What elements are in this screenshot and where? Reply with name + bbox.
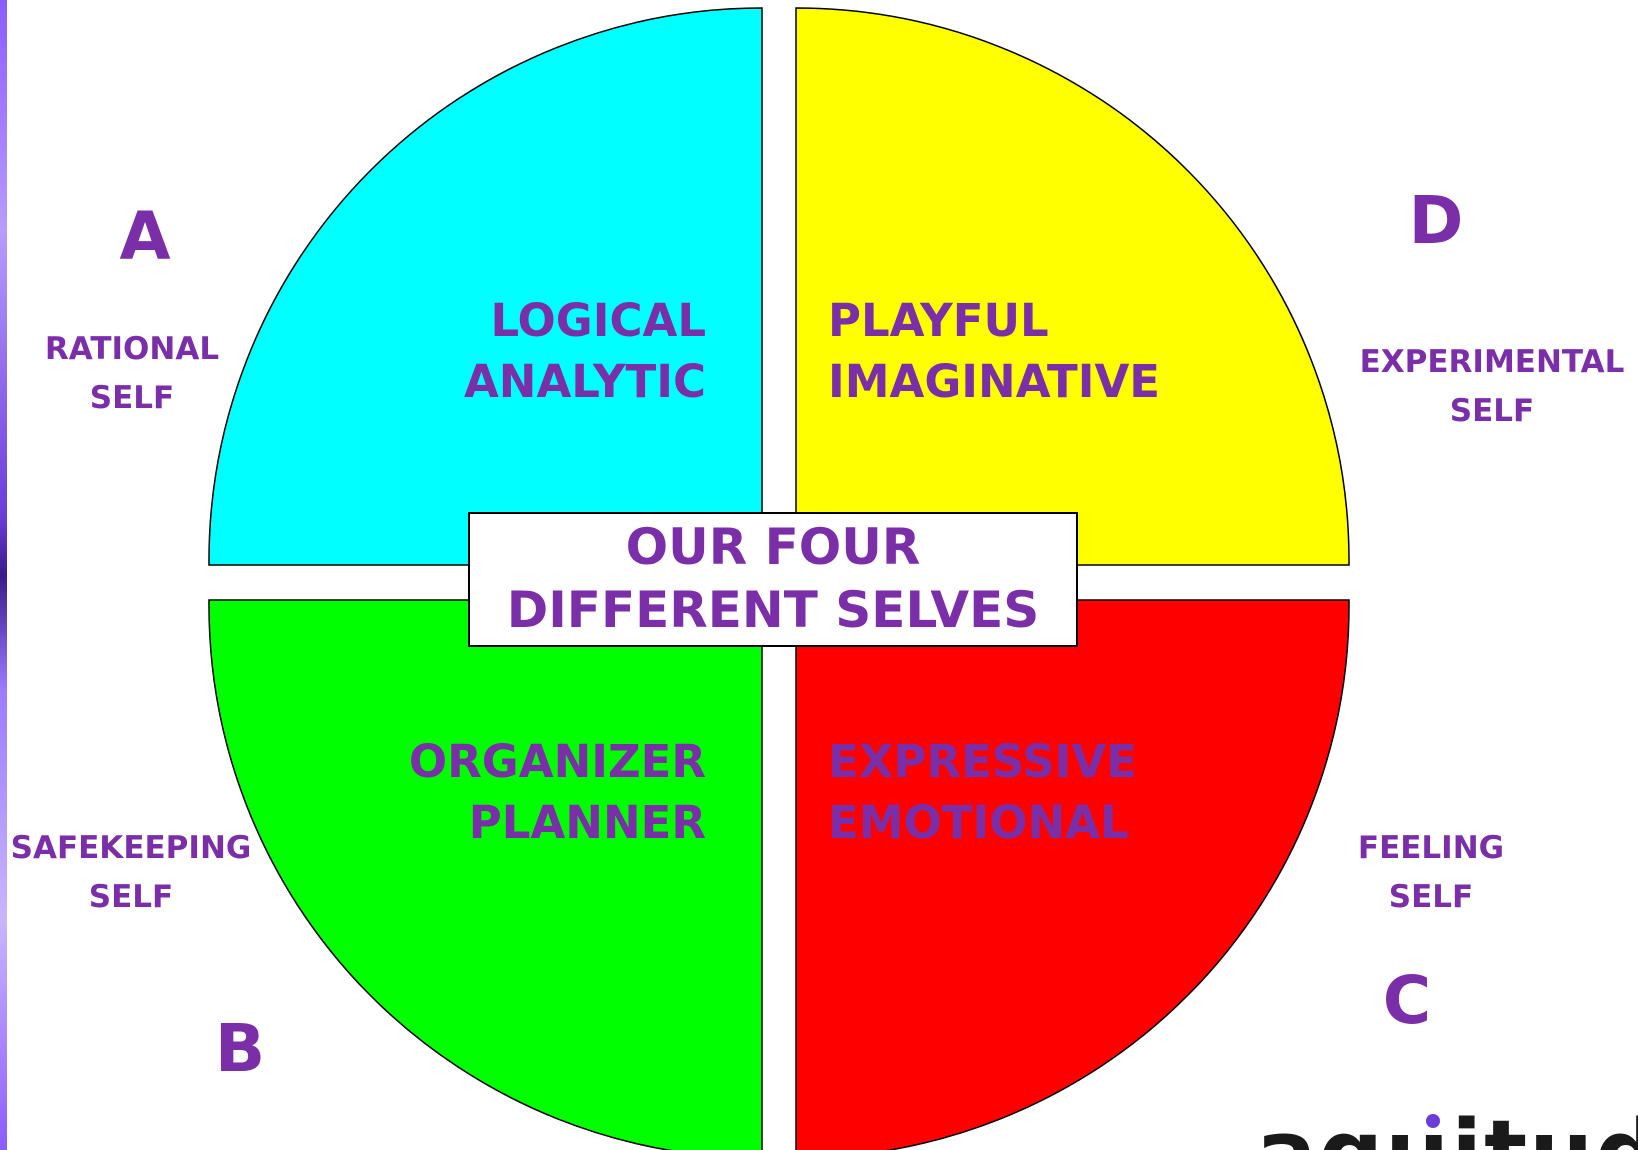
logo-text: aguitude	[1256, 1104, 1638, 1150]
quadrant-d-label: PLAYFUL IMAGINATIVE	[828, 290, 1160, 412]
quadrant-c-line-2: EMOTIONAL	[828, 796, 1129, 849]
self-label-c: FEELING SELF	[1346, 824, 1516, 922]
self-label-b-line-1: SAFEKEEPING	[10, 830, 252, 866]
quadrant-b-line-1: ORGANIZER	[408, 735, 706, 788]
self-label-b-line-2: SELF	[88, 879, 174, 915]
quadrant-d-line-2: IMAGINATIVE	[828, 355, 1161, 408]
self-label-b: SAFEKEEPING SELF	[6, 824, 256, 922]
quadrant-d-line-1: PLAYFUL	[828, 294, 1049, 347]
left-edge-strip	[0, 0, 7, 1150]
self-label-c-line-2: SELF	[1388, 879, 1474, 915]
center-title-line-2: DIFFERENT SELVES	[506, 581, 1040, 639]
quadrant-c-label: EXPRESSIVE EMOTIONAL	[828, 731, 1137, 853]
letter-d: D	[1408, 182, 1464, 259]
logo-dot-icon	[1426, 1114, 1440, 1128]
quadrant-b-shape	[208, 599, 763, 1150]
quadrant-a-line-2: ANALYTIC	[463, 355, 706, 408]
self-label-d-line-2: SELF	[1449, 393, 1535, 429]
self-label-a: RATIONAL SELF	[32, 325, 232, 423]
quadrant-a-line-1: LOGICAL	[490, 294, 706, 347]
center-title-box: OUR FOUR DIFFERENT SELVES	[468, 512, 1078, 647]
quadrant-c-shape	[795, 599, 1350, 1150]
quadrant-d-shape	[795, 7, 1350, 566]
quadrant-a-shape	[208, 7, 763, 566]
quadrant-c-line-1: EXPRESSIVE	[828, 735, 1137, 788]
letter-b: B	[214, 1010, 266, 1087]
self-label-a-line-2: SELF	[89, 380, 175, 416]
letter-c: C	[1382, 962, 1432, 1039]
self-label-d-line-1: EXPERIMENTAL	[1359, 344, 1625, 380]
quadrant-a-label: LOGICAL ANALYTIC	[430, 290, 706, 412]
self-label-d: EXPERIMENTAL SELF	[1352, 338, 1632, 436]
letter-a: A	[119, 198, 171, 275]
quadrant-b-line-2: PLANNER	[468, 796, 706, 849]
self-label-a-line-1: RATIONAL	[44, 331, 220, 367]
quadrant-b-label: ORGANIZER PLANNER	[380, 731, 706, 853]
self-label-c-line-1: FEELING	[1357, 830, 1505, 866]
center-title-line-1: OUR FOUR	[625, 518, 921, 576]
brand-logo: aguitude	[1256, 1104, 1638, 1150]
